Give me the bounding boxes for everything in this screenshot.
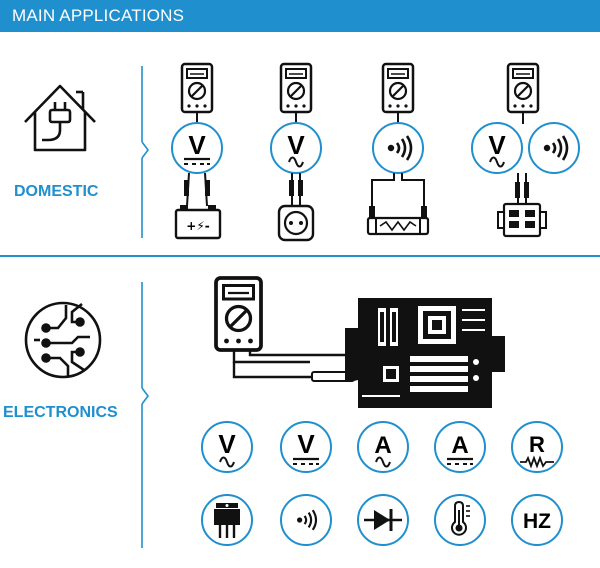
svg-text:V: V bbox=[297, 429, 315, 459]
function-continuity-icon bbox=[280, 494, 332, 546]
domestic-ac-voltage-socket: V bbox=[270, 62, 322, 242]
function-temperature-icon bbox=[434, 494, 486, 546]
electronics-label: ELECTRONICS bbox=[3, 404, 118, 421]
domestic-continuity-fuse bbox=[366, 62, 430, 236]
svg-text:A: A bbox=[374, 432, 391, 459]
header-title: MAIN APPLICATIONS bbox=[12, 6, 185, 25]
function-ac-voltage-icon: V bbox=[201, 421, 253, 473]
svg-text:R: R bbox=[529, 432, 545, 457]
ac-voltage-symbol: V bbox=[287, 130, 305, 160]
ac-voltage-symbol-2: V bbox=[488, 130, 506, 160]
circuit-board-icon bbox=[24, 301, 102, 379]
function-frequency-icon: HZ bbox=[511, 494, 563, 546]
svg-text:V: V bbox=[218, 429, 236, 459]
domestic-label: DOMESTIC bbox=[14, 183, 99, 200]
svg-text:A: A bbox=[451, 432, 468, 459]
domestic-ac-continuity-breaker: V bbox=[471, 62, 580, 238]
function-dc-current-icon: A bbox=[434, 421, 486, 473]
function-resistance-icon: R bbox=[511, 421, 563, 473]
function-dc-voltage-icon: V bbox=[280, 421, 332, 473]
domestic-vertical-divider bbox=[141, 66, 149, 238]
dc-voltage-symbol: V bbox=[188, 130, 206, 160]
electronics-meter-pcb bbox=[214, 276, 505, 408]
function-diode-icon bbox=[357, 494, 409, 546]
function-ac-current-icon: A bbox=[357, 421, 409, 473]
domestic-dc-voltage-battery: V +⚡- bbox=[171, 62, 223, 240]
header-bar: MAIN APPLICATIONS bbox=[0, 0, 600, 32]
svg-text:HZ: HZ bbox=[523, 510, 551, 533]
function-transistor-icon bbox=[201, 494, 253, 546]
house-plug-icon bbox=[24, 84, 96, 152]
electronics-vertical-divider bbox=[141, 282, 149, 548]
svg-text:+⚡-: +⚡- bbox=[186, 219, 209, 233]
section-divider bbox=[0, 255, 600, 257]
